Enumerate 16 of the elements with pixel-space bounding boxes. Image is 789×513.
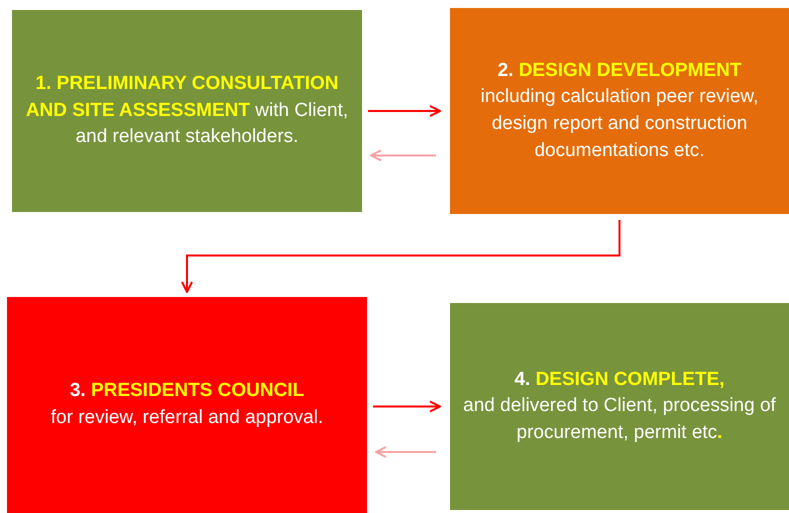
step-heading: 4. DESIGN COMPLETE,	[514, 368, 725, 392]
process-box	[7, 297, 367, 513]
step-text: including calculation peer review, design report and construction documentations etc.	[480, 85, 760, 163]
arrow	[368, 105, 441, 117]
process-box	[12, 10, 362, 212]
step-heading: 2. DESIGN DEVELOPMENT	[498, 58, 742, 83]
arrow	[181, 220, 620, 293]
step-text: and delivered to Client, processing of procurement, permit etc.	[462, 394, 777, 445]
arrow	[370, 149, 436, 162]
process-box	[450, 303, 789, 510]
arrow	[375, 446, 436, 458]
process-box	[450, 8, 789, 214]
arrow	[373, 400, 441, 412]
step-heading: 3. PRESIDENTS COUNCIL	[70, 379, 304, 404]
step-text: 1. PRELIMINARY CONSULTATION AND SITE ASSESSMENT with Client, and relevant stakeholders.	[24, 72, 350, 150]
step-text: for review, referral and approval.	[50, 406, 324, 430]
